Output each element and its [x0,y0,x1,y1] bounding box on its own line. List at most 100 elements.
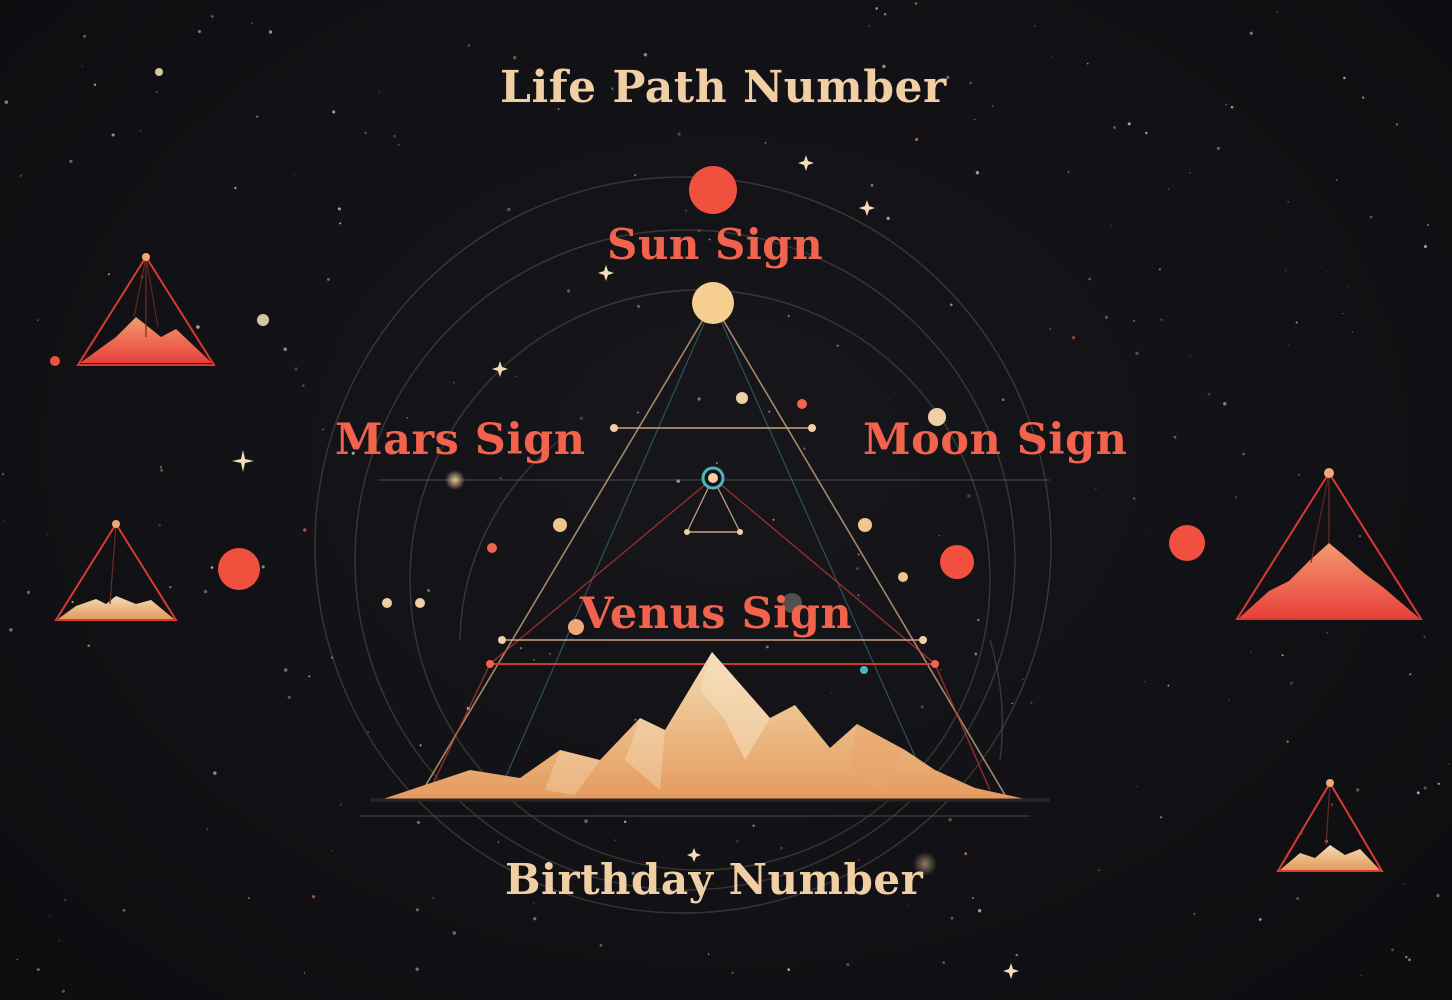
star-dot [302,384,305,387]
star-dot [634,174,637,177]
star-dot [322,428,324,431]
star-dot [857,594,860,597]
star-dot [533,917,537,921]
star-dot [964,852,968,856]
star-dot [1135,785,1137,787]
star-dot [736,839,739,843]
star-dot [752,824,755,827]
star-dot [339,222,342,225]
star-dot [283,347,287,351]
star-dot [1022,678,1025,681]
star-dot [1330,803,1334,806]
star-sparkle-icons [232,155,1019,979]
star-dot [557,108,560,111]
star-dot [802,83,805,86]
star-dot [857,553,860,556]
star-dot [1300,832,1304,836]
star-dot [234,186,237,190]
star-dot [967,494,971,498]
star-dot [533,659,535,661]
star-dot [538,458,541,462]
orbit-ring-outer [314,176,1052,914]
star-dot [58,940,60,942]
star-dot [1275,11,1278,14]
star-dot [1207,392,1211,396]
star-dot [708,238,711,241]
star-dot [765,645,769,649]
star-dot [308,675,311,678]
star-dot [1326,631,1329,634]
star-dot [1095,487,1097,490]
star-dot [158,524,161,527]
star-dot [1295,321,1298,324]
star-dot [1135,351,1139,356]
star-dot [940,669,942,671]
star-dot [1289,681,1293,685]
star-dot [1160,318,1163,321]
star-dot [1086,62,1089,65]
star-dot [631,871,635,875]
star-dot [1189,171,1191,174]
star-dot [210,15,214,18]
planet-orb-icon [689,166,737,214]
star-dot [419,744,422,747]
star-dot [920,705,924,709]
star-dot [1298,473,1300,476]
star-dot [697,229,701,233]
star-dot [634,718,637,721]
star-dot [1351,331,1353,333]
star-dot [884,80,888,84]
planet-orb-icon [692,282,734,324]
star-dot [1287,201,1289,203]
star-dot [1423,635,1426,638]
star-dot [1423,786,1427,790]
star-dot [1437,782,1440,785]
star-dot [830,692,832,694]
star-dot [1190,354,1192,357]
star-dot [1287,344,1289,346]
star-dot [1409,673,1412,676]
label-birthday-number: Birthday Number [505,855,924,904]
star-dot [1343,76,1346,80]
star-dot [1228,699,1230,701]
star-sparkle-icon [798,155,814,171]
star-dot [198,30,201,33]
star-dot [1391,948,1394,952]
star-dot [1296,897,1300,901]
star-dot [1110,224,1112,227]
star-dot [36,968,40,972]
star-dot [1168,188,1170,190]
star-dot [1127,122,1131,126]
star-dot [64,899,66,901]
star-dot [1416,791,1420,795]
star-dot [1193,912,1196,916]
star-dot [268,30,273,34]
star-dot [707,953,710,955]
star-dot [287,695,291,699]
star-dot [160,468,164,472]
star-dot [155,90,158,93]
star-dot [1144,681,1146,683]
planet-orb-icon [155,68,163,76]
star-dot [1234,495,1238,499]
orbit-arc-left [459,439,561,641]
star-dot [206,828,208,831]
star-dot [836,344,839,347]
star-dot [49,915,51,918]
central-mountains [370,652,1050,802]
star-dot [256,115,259,118]
star-dot [397,143,400,146]
star-dot [764,141,767,144]
star-dot [515,375,518,378]
star-dot [969,81,972,85]
star-dot [974,118,976,121]
star-dot [731,971,734,975]
orbit-arc-right [989,639,1003,761]
star-dot [169,585,172,589]
star-dot [331,656,334,659]
star-dot [1222,401,1227,406]
star-dot [623,820,627,824]
star-dot [364,131,368,135]
star-dot [1067,171,1070,174]
